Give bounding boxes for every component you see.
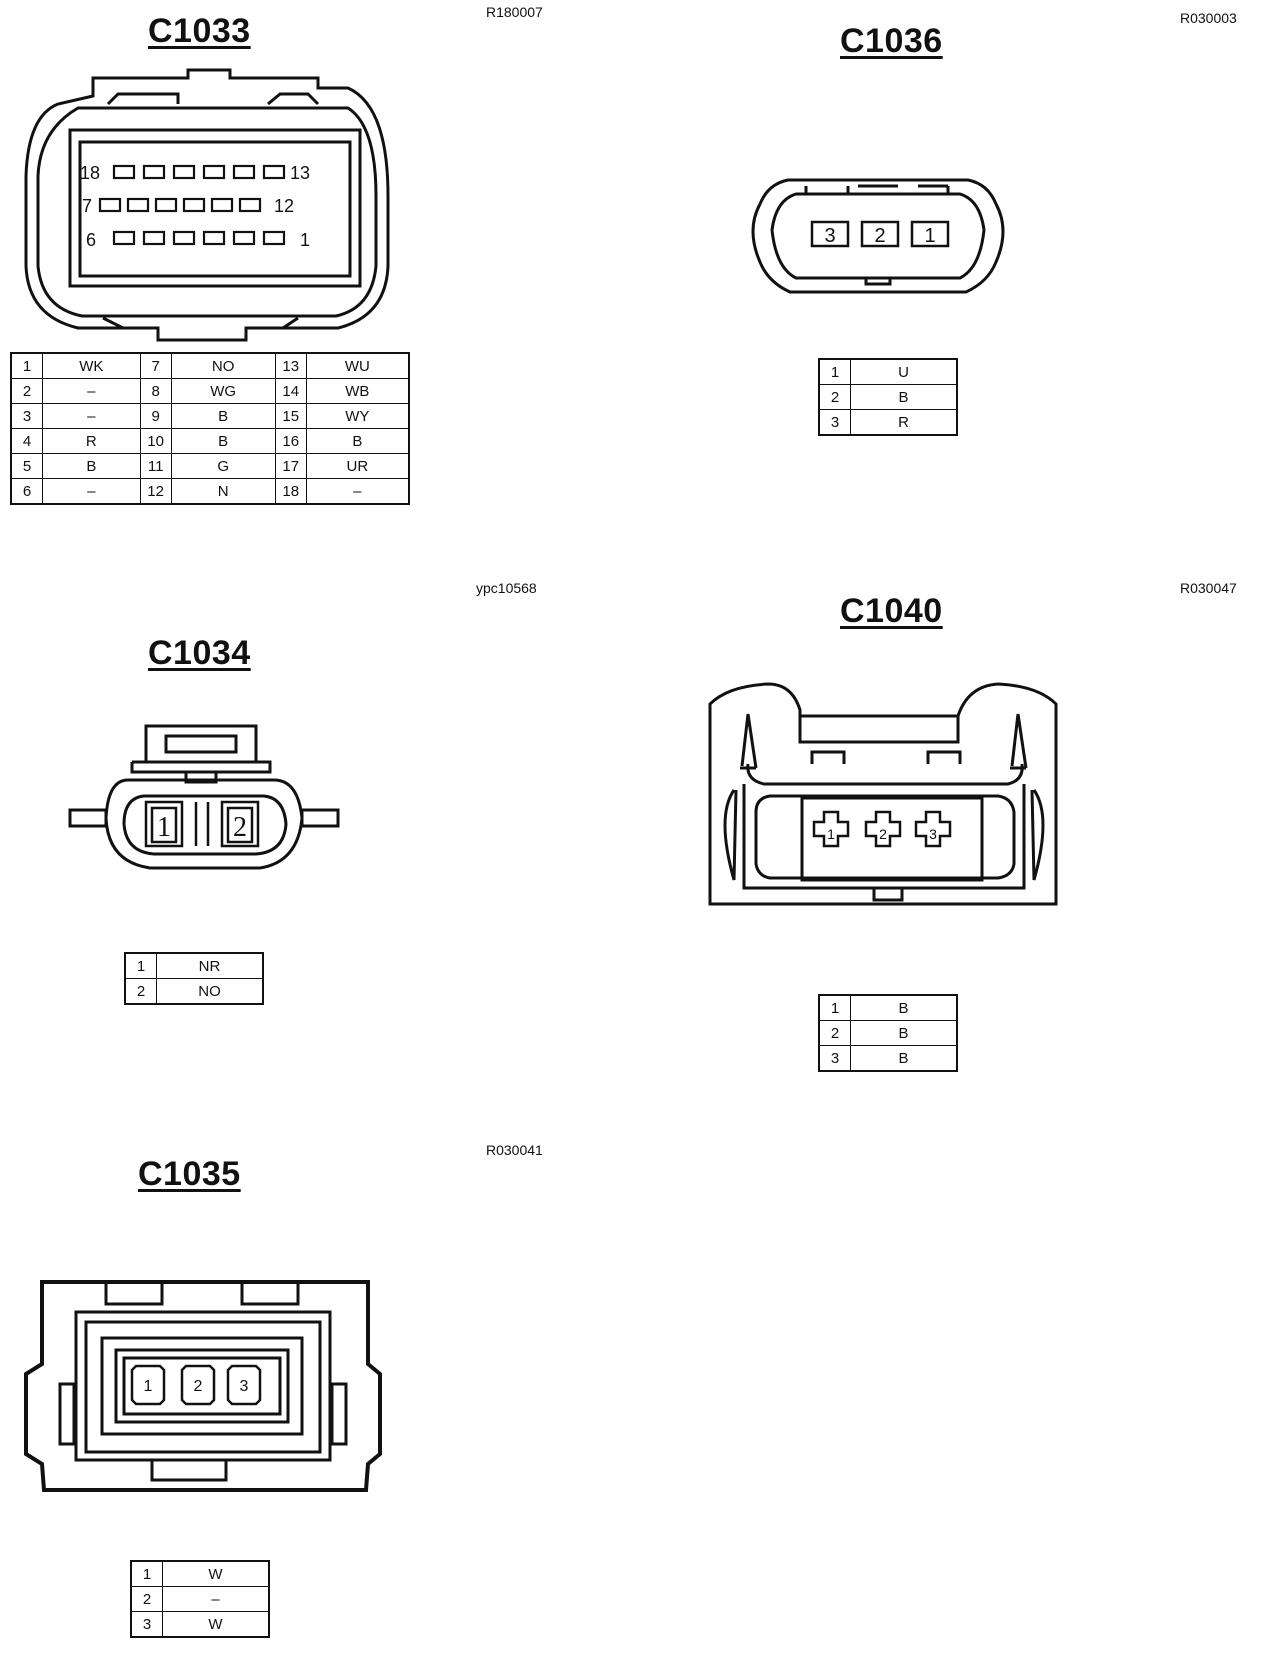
pin-label: 18 bbox=[80, 163, 100, 183]
pin-label: 3 bbox=[929, 826, 937, 842]
connector-title: C1034 bbox=[148, 634, 251, 672]
pin-label: 3 bbox=[240, 1378, 249, 1395]
pin-label: 6 bbox=[86, 230, 96, 250]
pin-label: 2 bbox=[194, 1378, 203, 1395]
reference-code: R030041 bbox=[486, 1142, 543, 1158]
pin-label: 1 bbox=[827, 826, 835, 842]
pin-label: 1 bbox=[924, 225, 935, 247]
connector-face-drawing: 3 2 1 bbox=[751, 178, 1005, 294]
connector-title: C1033 bbox=[148, 12, 251, 50]
pin-label: 3 bbox=[824, 225, 835, 247]
connector-title: C1040 bbox=[840, 592, 943, 630]
pin-label: 7 bbox=[82, 196, 92, 216]
pin-label: 1 bbox=[157, 812, 171, 843]
pin-label: 1 bbox=[300, 230, 310, 250]
pin-label: 1 bbox=[144, 1378, 153, 1395]
reference-code: ypc10568 bbox=[476, 580, 537, 596]
connector-face-drawing: 1 2 bbox=[68, 724, 340, 870]
connector-face-drawing: 1 2 3 bbox=[708, 682, 1058, 906]
pin-label: 12 bbox=[274, 196, 294, 216]
pin-label: 2 bbox=[879, 826, 887, 842]
connector-face-drawing: 18 13 7 12 6 1 bbox=[24, 68, 390, 342]
pin-label: 2 bbox=[874, 225, 885, 247]
connector-title: C1036 bbox=[840, 22, 943, 60]
pin-label: 2 bbox=[233, 812, 247, 843]
connector-face-drawing: 1 2 3 bbox=[24, 1280, 382, 1492]
connector-title: C1035 bbox=[138, 1155, 241, 1193]
pin-label: 13 bbox=[290, 163, 310, 183]
reference-code: R030003 bbox=[1180, 10, 1237, 26]
reference-code: R030047 bbox=[1180, 580, 1237, 596]
reference-code: R180007 bbox=[486, 4, 543, 20]
table-row: 2– bbox=[130, 1586, 270, 1612]
